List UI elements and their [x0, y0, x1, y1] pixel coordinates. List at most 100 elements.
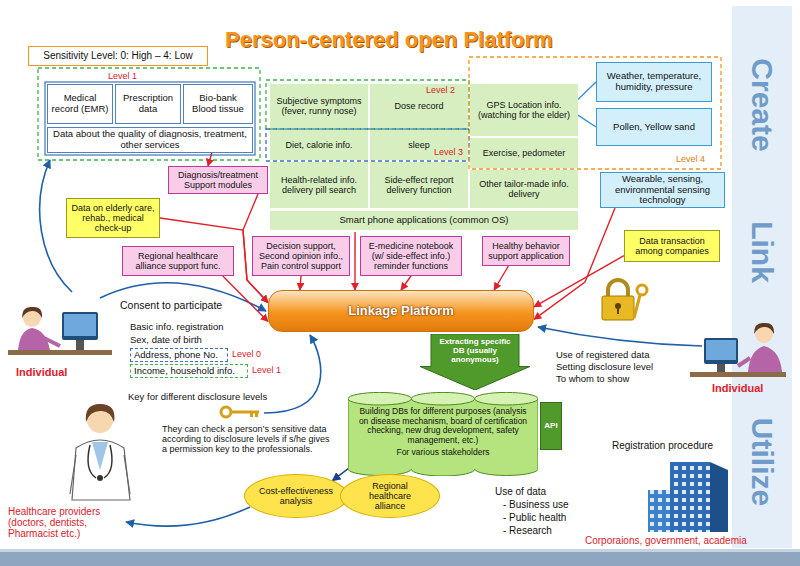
- node-text: Medical record (EMR): [51, 93, 109, 114]
- person-figure: [738, 358, 750, 366]
- note-label: Basic info. registration: [130, 322, 223, 333]
- side-band: [732, 6, 792, 548]
- doctor-figure: [70, 455, 130, 494]
- node-text: Healthy behavior support application: [486, 241, 566, 261]
- label-slot: - Business use: [503, 499, 569, 510]
- note-label: Sex, date of birth: [130, 335, 202, 346]
- diagram-title: Person-centered open Platform: [225, 28, 553, 53]
- label-slot: To whom to show: [556, 374, 629, 385]
- person-figure: [690, 372, 786, 377]
- label-slot: Link: [745, 221, 779, 283]
- data-cell: Bio-bank Blood tissue: [183, 84, 253, 124]
- connector-line: [578, 82, 596, 100]
- label-slot: Sex, date of birth: [130, 335, 202, 346]
- note-label: Consent to participate: [120, 300, 222, 312]
- key-icon: [221, 407, 231, 417]
- connector-line: [208, 153, 212, 166]
- function-box: Diagnosis/treatment Support modules: [168, 166, 268, 194]
- node-text: Address, phone No.: [134, 350, 218, 361]
- level-frame: [38, 68, 260, 160]
- result-ellipse: Cost-effectiveness analysis: [244, 474, 348, 518]
- node-text: Cost-effectiveness analysis: [257, 486, 335, 506]
- connector-line: [578, 115, 596, 127]
- node-text: Sensitivity Level: 0: High – 4: Low: [43, 50, 193, 61]
- sensor-box: Pollen, Yellow sand: [596, 108, 712, 146]
- app-panel: Smart phone applications (common OS) Subj…: [268, 82, 580, 232]
- app-cell: Side-effect report delivery function: [370, 162, 468, 208]
- key-icon: [250, 413, 253, 417]
- node-text: GPS Location info. (watching for the eld…: [473, 100, 575, 120]
- note-label: Level 2: [426, 85, 455, 95]
- node-text: Subjective symptoms (fever, runny nose): [273, 96, 365, 116]
- data-cell: Medical record (EMR): [47, 84, 113, 124]
- doctor-figure: [92, 442, 108, 470]
- node-text: Data transaction among companies: [628, 236, 716, 256]
- note-label: Use of data: [495, 486, 546, 497]
- stage-label: Link: [745, 221, 779, 283]
- note-label: Level 0: [232, 349, 261, 359]
- note-label: - Research: [503, 525, 552, 536]
- data-box: Data on elderly care, rehab., medical ch…: [66, 198, 160, 238]
- lock-icon: [602, 280, 647, 320]
- connector-line: [223, 276, 268, 322]
- level-frame: [266, 129, 469, 161]
- node-text: Wearable, sensing, environmental sensing…: [605, 174, 720, 206]
- label-slot: Use of registered data: [556, 350, 649, 361]
- node-text: Exercise, pedometer: [483, 148, 566, 158]
- lock-icon: [608, 280, 628, 297]
- connector-line: [300, 276, 301, 290]
- node-text: Smart phone applications (common OS): [270, 211, 578, 230]
- note-label: Level 1: [252, 365, 281, 375]
- note-label: They can check a person’s sensitive data…: [162, 424, 337, 454]
- level-frame: [469, 57, 721, 169]
- key-icon: [255, 413, 258, 417]
- function-box: Decision support, Second opinion info., …: [252, 236, 350, 276]
- note-label: Individual: [16, 366, 67, 378]
- label-slot: Level 2: [426, 85, 455, 95]
- label-slot: - Research: [503, 525, 552, 536]
- label-slot: Consent to participate: [120, 300, 222, 312]
- doctor-figure: [86, 404, 115, 422]
- label-slot: Corporaions, government, academia: [585, 535, 747, 546]
- flow-arrow: [126, 507, 250, 526]
- info-field: Income, household info.: [130, 364, 248, 378]
- connector-line: [354, 232, 355, 290]
- app-cell: Health-related info. delivery pill searc…: [270, 162, 368, 208]
- sensor-box: Wearable, sensing, environmental sensing…: [600, 172, 725, 208]
- node-text: Decision support, Second opinion info., …: [256, 241, 346, 271]
- node-text: Bio-bank Blood tissue: [187, 93, 249, 114]
- node-text: Linkage Platform: [348, 304, 453, 319]
- label-slot: Individual: [712, 382, 763, 394]
- label-slot: Level 0: [232, 349, 261, 359]
- label-slot: Registration procedure: [612, 440, 713, 451]
- connector-line: [401, 276, 411, 290]
- platform-cylinder: Linkage Platform: [268, 290, 534, 332]
- label-slot: They can check a person’s sensitive data…: [162, 424, 337, 454]
- note-label: Level 3: [434, 147, 463, 157]
- key-icon: [221, 407, 259, 417]
- label-slot: Level 1: [108, 71, 137, 81]
- note-label: Corporaions, government, academia: [585, 535, 747, 546]
- lock-icon: [637, 285, 647, 295]
- building-icon: [648, 490, 670, 532]
- person-figure: [706, 340, 736, 360]
- flow-arrow: [40, 160, 702, 526]
- node-text: Side-effect report delivery function: [373, 175, 465, 195]
- note-label: Level 1: [108, 71, 137, 81]
- note-label: - Business use: [503, 499, 569, 510]
- app-cell: GPS Location info. (watching for the eld…: [470, 84, 578, 136]
- label-slot: - Public health: [503, 512, 566, 523]
- app-cell: Other tailor-made info. delivery: [470, 170, 578, 208]
- api-box: API: [540, 402, 562, 450]
- building-icon: [670, 462, 710, 532]
- data-cell: Data about the quality of diagnosis, tre…: [47, 127, 253, 153]
- person-figure: [704, 338, 738, 364]
- node-text: Data about the quality of diagnosis, tre…: [51, 129, 249, 150]
- label-slot: Utilize: [745, 418, 779, 506]
- cylinder-top: [348, 392, 411, 405]
- label-slot: Basic info. registration: [130, 322, 223, 333]
- person-figure: [22, 307, 42, 318]
- person-figure: [64, 314, 96, 336]
- building-icon: [710, 462, 728, 532]
